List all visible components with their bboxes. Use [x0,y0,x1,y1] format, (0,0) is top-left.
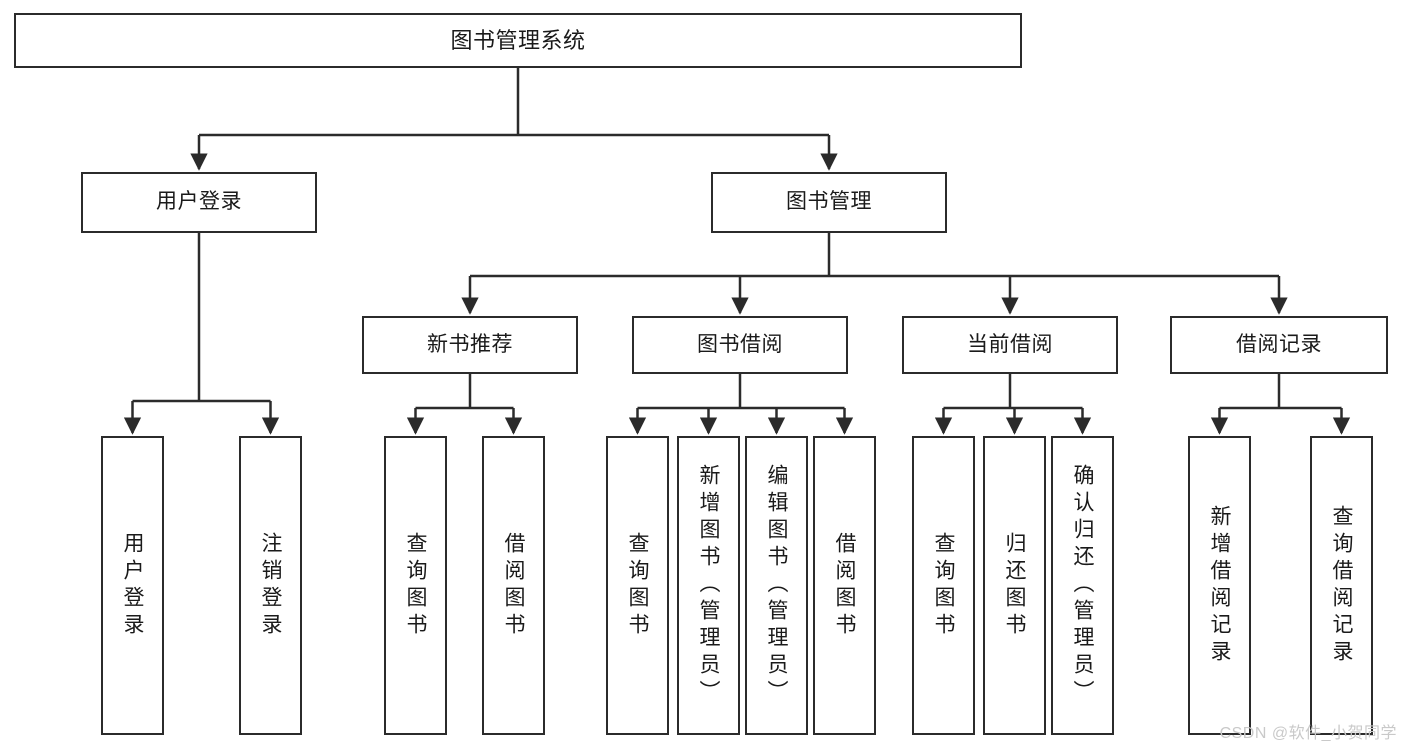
node-label: 查询图书 [404,531,427,640]
node-l2_2[interactable]: 当前借阅 [902,316,1118,374]
node-leaf_5[interactable]: 新增图书（管理员） [677,436,740,735]
node-l2_1[interactable]: 图书借阅 [632,316,848,374]
node-label: 图书借阅 [697,332,783,356]
node-leaf_2[interactable]: 查询图书 [384,436,447,735]
node-leaf_10[interactable]: 确认归还（管理员） [1051,436,1114,735]
node-label: 查询借阅记录 [1330,504,1353,667]
node-label: 借阅图书 [502,531,525,640]
node-leaf_7[interactable]: 借阅图书 [813,436,876,735]
node-label: 新增图书（管理员） [697,464,720,707]
node-label: 用户登录 [121,531,144,640]
node-label: 确认归还（管理员） [1071,464,1094,707]
node-label: 新书推荐 [427,332,513,356]
node-label: 当前借阅 [967,332,1053,356]
node-leaf_1[interactable]: 注销登录 [239,436,302,735]
watermark-text: CSDN @软件_小贺同学 [1219,725,1397,742]
node-label: 图书管理系统 [450,27,586,53]
node-label: 归还图书 [1003,531,1026,640]
node-leaf_3[interactable]: 借阅图书 [482,436,545,735]
node-label: 查询图书 [626,531,649,640]
node-label: 编辑图书（管理员） [765,464,788,707]
node-label: 图书管理 [786,190,872,214]
node-l2_0[interactable]: 新书推荐 [362,316,578,374]
node-leaf_0[interactable]: 用户登录 [101,436,164,735]
node-label: 注销登录 [259,531,282,640]
node-label: 借阅记录 [1236,332,1322,356]
node-label: 用户登录 [156,190,242,214]
node-l2_3[interactable]: 借阅记录 [1170,316,1388,374]
node-l1_1[interactable]: 图书管理 [711,172,947,233]
node-root[interactable]: 图书管理系统 [14,13,1022,68]
node-leaf_4[interactable]: 查询图书 [606,436,669,735]
node-leaf_11[interactable]: 新增借阅记录 [1188,436,1251,735]
node-label: 借阅图书 [833,531,856,640]
node-leaf_9[interactable]: 归还图书 [983,436,1046,735]
node-leaf_8[interactable]: 查询图书 [912,436,975,735]
node-leaf_6[interactable]: 编辑图书（管理员） [745,436,808,735]
node-label: 新增借阅记录 [1208,504,1231,667]
node-leaf_12[interactable]: 查询借阅记录 [1310,436,1373,735]
node-l1_0[interactable]: 用户登录 [81,172,317,233]
node-label: 查询图书 [932,531,955,640]
